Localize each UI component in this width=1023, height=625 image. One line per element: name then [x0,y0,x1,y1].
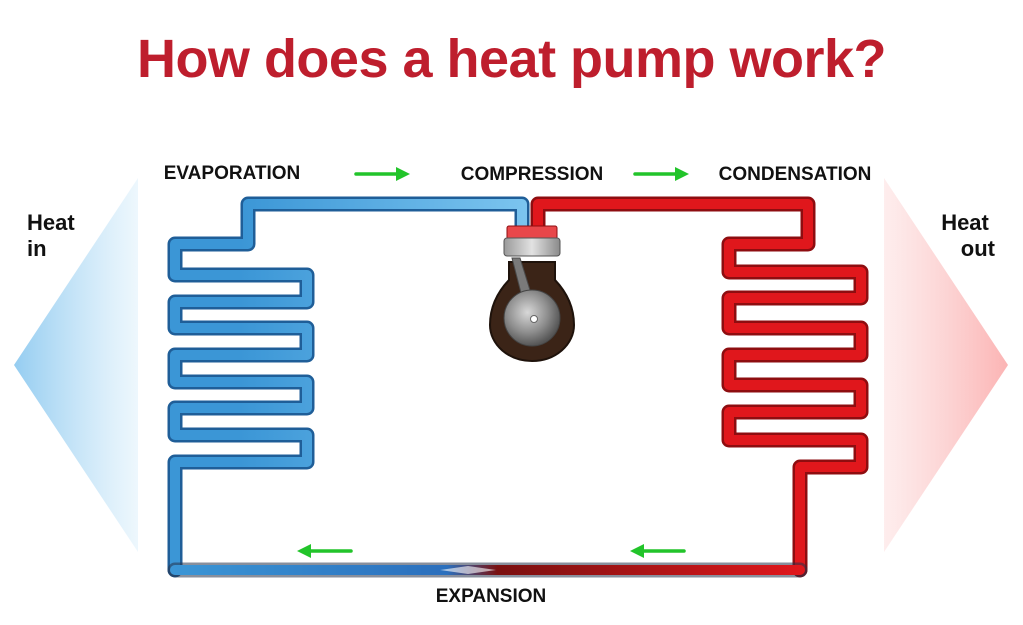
evaporator-coil [167,196,530,578]
compression-label: COMPRESSION [461,164,604,185]
heat-in-glow [14,178,138,552]
heat-in-line-1: Heat [27,210,75,235]
heat-out-line-1: Heat [941,210,989,235]
arrow-right-icon [354,167,410,181]
heat-out-label: Heat out [941,210,995,261]
arrow-left-icon [297,544,353,558]
arrow-right-icon [633,167,689,181]
heat-out-glow [884,178,1008,552]
compressor [488,225,576,362]
evaporation-label: EVAPORATION [164,163,301,184]
flow-arrows [297,167,689,558]
compressor-piston [503,237,561,257]
condenser-coil [530,196,869,578]
heat-in-line-2: in [27,236,47,261]
page-title: How does a heat pump work? [136,29,887,89]
expansion-label: EXPANSION [436,586,547,607]
condensation-label: CONDENSATION [719,164,872,185]
heat-out-line-2: out [961,236,996,261]
heat-in-label: Heat in [27,210,81,261]
expansion-valve [440,566,496,574]
arrow-left-icon [630,544,686,558]
